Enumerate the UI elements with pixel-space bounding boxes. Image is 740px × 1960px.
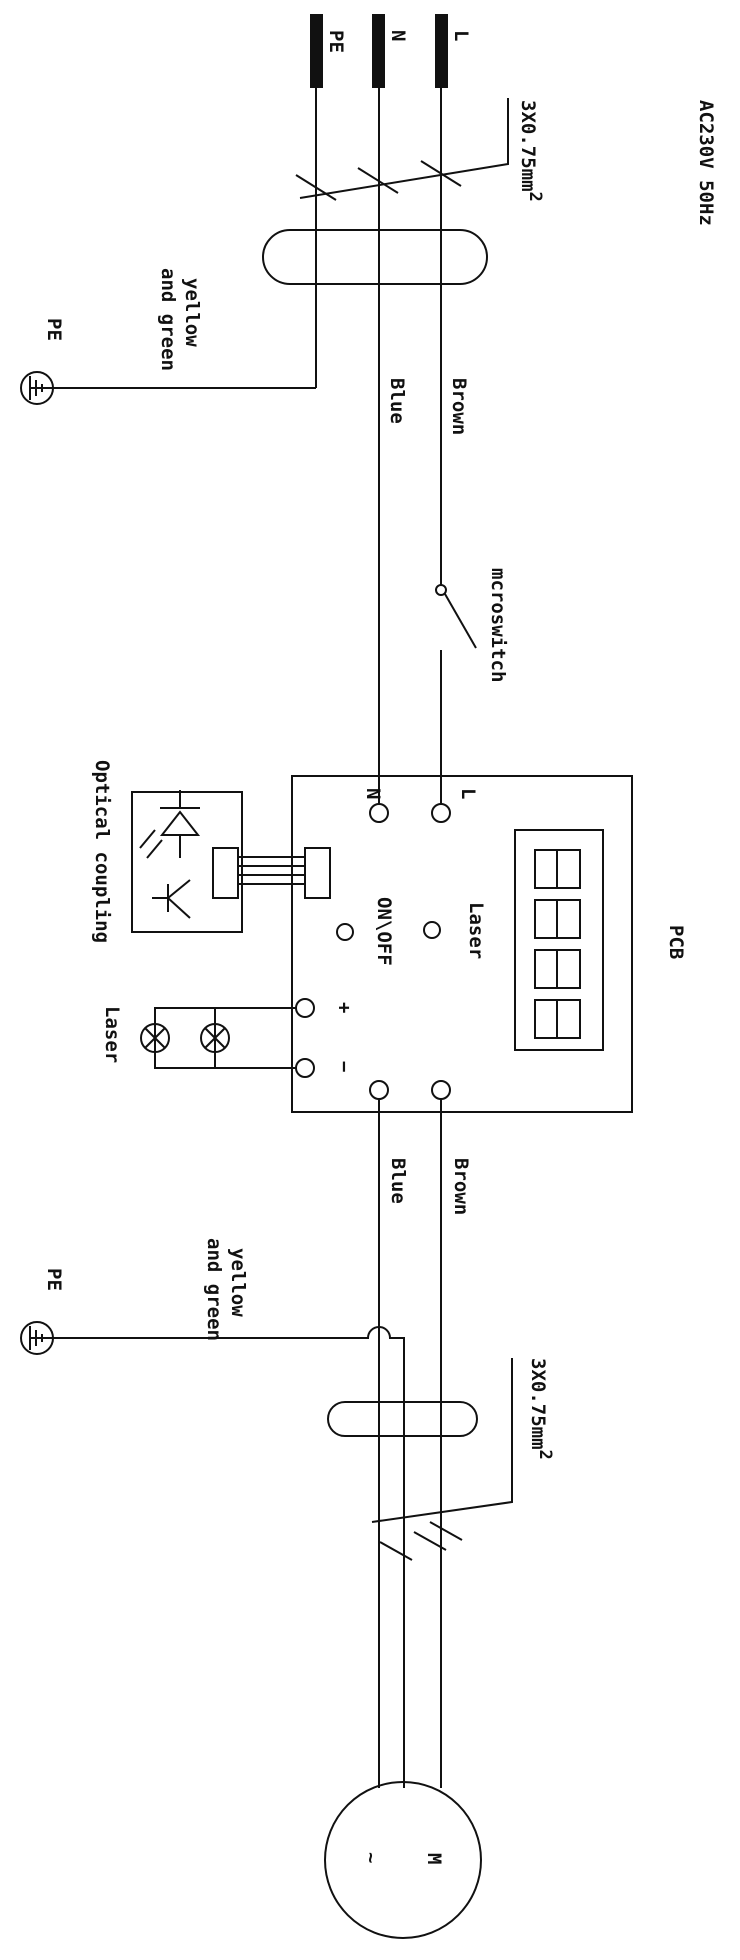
terminal-l-label: L <box>450 30 472 41</box>
pcb-out-blue-terminal <box>369 1080 389 1100</box>
pcb-minus-label: − <box>333 1061 355 1072</box>
wire-brown-bottom-label: Brown <box>450 1158 472 1215</box>
bottom-cable-clamp <box>327 1401 478 1437</box>
earth-bottom-label: PE <box>43 1268 65 1291</box>
top-cable-spec-label: 3X0.75mm2 <box>517 100 545 202</box>
supply-terminals: PE N L <box>310 14 472 88</box>
laser-lamps-label: Laser <box>101 1006 123 1063</box>
pcb-terminal-l <box>431 803 451 823</box>
wire-pe-bottom <box>52 1326 405 1788</box>
yellow-green-top-line1: yellow <box>181 278 203 347</box>
optocoupler-icon <box>139 790 201 919</box>
motor-ac-symbol: ~ <box>360 1852 382 1863</box>
pcb-display <box>514 829 604 1051</box>
pcb-board <box>291 775 633 1113</box>
pcb-terminal-n <box>369 803 389 823</box>
microswitch-icon <box>435 584 477 649</box>
pcb-terminal-n-label: N <box>362 788 384 799</box>
tick-bottom-1 <box>379 1541 413 1561</box>
laser-indicator-led <box>423 921 441 939</box>
terminal-n-label: N <box>387 30 409 41</box>
wire-blue-bottom-label: Blue <box>387 1158 409 1204</box>
top-cable-clamp <box>262 229 488 285</box>
motor-label: M <box>423 1853 445 1864</box>
earth-bottom-icon <box>20 1321 54 1355</box>
yellow-green-top-line2: and green <box>157 268 179 371</box>
pcb-laser-minus-terminal <box>295 1058 315 1078</box>
laser-lamp-1-icon <box>140 1023 170 1053</box>
wire-blue-top-label: Blue <box>386 378 408 424</box>
wire-brown-top-label: Brown <box>448 378 470 435</box>
supply-voltage-label: AC230V 50Hz <box>695 100 717 226</box>
earth-top-icon <box>20 371 54 405</box>
optical-coupling-connector <box>212 847 331 899</box>
bottom-cable-spec-label: 3X0.75mm2 <box>527 1358 555 1460</box>
pcb-terminal-l-label: L <box>457 788 479 799</box>
terminal-l <box>435 14 448 88</box>
optocoupler-box <box>131 791 243 933</box>
pcb-laser-label: Laser <box>465 902 487 959</box>
microswitch-label: mcroswitch <box>487 568 509 682</box>
laser-lamps-circuit <box>154 1007 296 1069</box>
optical-coupling-label: Optical coupling <box>91 760 113 943</box>
pcb-plus-label: + <box>333 1002 355 1013</box>
tick-bottom-3 <box>429 1521 463 1541</box>
pcb-out-brown-terminal <box>431 1080 451 1100</box>
terminal-pe-label: PE <box>325 30 347 53</box>
terminal-pe <box>310 14 323 88</box>
tick-bottom-2 <box>413 1531 447 1551</box>
yellow-green-bottom-line1: yellow <box>227 1248 249 1317</box>
terminal-n <box>372 14 385 88</box>
pcb-title: PCB <box>665 925 687 959</box>
pcb-display-digits <box>534 849 581 1039</box>
bottom-cable-spec-leader <box>371 1358 513 1523</box>
top-cable-spec-leader <box>299 98 509 199</box>
pcb-onoff-label: ON\OFF <box>373 897 395 966</box>
laser-lamp-2-icon <box>200 1023 230 1053</box>
motor-icon <box>324 1781 482 1939</box>
pcb-laser-plus-terminal <box>295 998 315 1018</box>
top-cable-spec: 3X0.75mm2 <box>295 98 545 202</box>
yellow-green-bottom-line2: and green <box>203 1238 225 1341</box>
bottom-cable-spec: 3X0.75mm2 <box>371 1358 555 1561</box>
onoff-button <box>336 923 354 941</box>
earth-top-label: PE <box>43 318 65 341</box>
